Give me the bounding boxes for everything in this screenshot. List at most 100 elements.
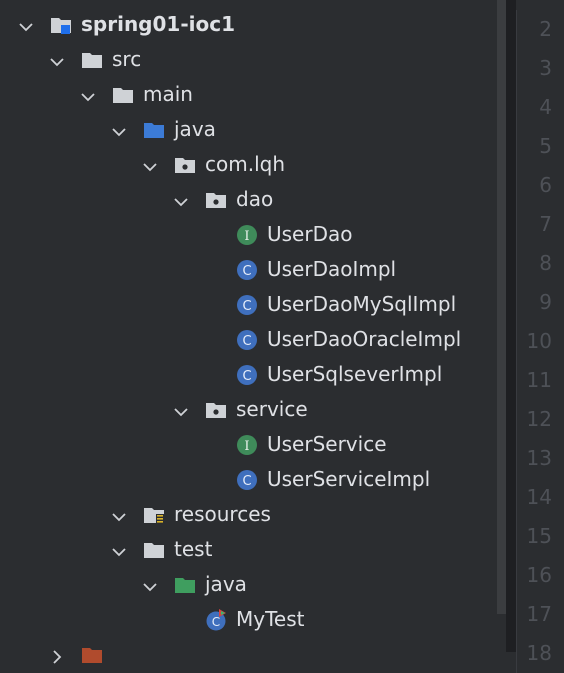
tree-node-6[interactable]: I UserDao (0, 217, 506, 252)
gutter-line: 3 (516, 49, 564, 88)
chevron-down-icon[interactable] (173, 191, 189, 207)
tree-node-label: resources (174, 502, 271, 526)
gutter-line: 9 (516, 283, 564, 322)
tree-node-3[interactable]: java (0, 112, 506, 147)
tree-node-11[interactable]: service (0, 392, 506, 427)
gutter-line: 15 (516, 517, 564, 556)
line-number: 12 (526, 407, 552, 431)
tree-node-5[interactable]: dao (0, 182, 506, 217)
tree-node-label: src (112, 47, 142, 71)
tree-node-label: main (143, 82, 193, 106)
gutter-line: 18 (516, 634, 564, 673)
gutter-line: 6 (516, 166, 564, 205)
gutter-line: 17 (516, 595, 564, 634)
package-icon (173, 153, 197, 177)
line-number: 4 (539, 95, 552, 119)
folder-icon (80, 48, 104, 72)
gutter-line: 7 (516, 205, 564, 244)
tree-node-label: com.lqh (205, 152, 285, 176)
source-folder-icon (142, 118, 166, 142)
line-number: 14 (526, 485, 552, 509)
line-number: 8 (539, 251, 552, 275)
tree-node-label: service (236, 397, 308, 421)
tree-scrollbar[interactable] (497, 0, 506, 614)
interface-icon: I (235, 223, 259, 247)
chevron-down-icon[interactable] (173, 401, 189, 417)
class-icon: C (235, 293, 259, 317)
tree-node-1[interactable]: src (0, 42, 506, 77)
tree-node-16[interactable]: java (0, 567, 506, 602)
svg-text:I: I (244, 229, 249, 244)
tree-node-label: UserServiceImpl (267, 467, 431, 491)
gutter-line: 8 (516, 244, 564, 283)
chevron-down-icon[interactable] (18, 16, 34, 32)
chevron-down-icon[interactable] (111, 541, 127, 557)
svg-text:I: I (244, 439, 249, 454)
gutter-line: 13 (516, 439, 564, 478)
line-number: 2 (539, 17, 552, 41)
svg-text:C: C (212, 615, 220, 629)
chevron-down-icon[interactable] (142, 156, 158, 172)
class-icon: C (235, 258, 259, 282)
gutter-line: 14 (516, 478, 564, 517)
gutter-line: 11 (516, 361, 564, 400)
tree-node-label: UserService (267, 432, 387, 456)
tree-node-0[interactable]: spring01-ioc1 (0, 7, 506, 42)
package-icon (204, 188, 228, 212)
chevron-down-icon[interactable] (49, 51, 65, 67)
gutter-line: 4 (516, 88, 564, 127)
chevron-down-icon[interactable] (142, 576, 158, 592)
tree-node-label: UserDaoImpl (267, 257, 397, 281)
class-icon: C (235, 328, 259, 352)
gutter-line: 12 (516, 400, 564, 439)
line-number: 16 (526, 563, 552, 587)
tree-node-label: test (174, 537, 213, 561)
class-icon: C (235, 363, 259, 387)
tree-node-label: UserDaoOracleImpl (267, 327, 462, 351)
tree-node-18[interactable] (0, 637, 506, 672)
tree-node-label: java (174, 117, 216, 141)
gutter-line: 16 (516, 556, 564, 595)
test-source-folder-icon (173, 573, 197, 597)
interface-icon: I (235, 433, 259, 457)
tree-node-13[interactable]: C UserServiceImpl (0, 462, 506, 497)
tree-node-15[interactable]: test (0, 532, 506, 567)
tree-node-12[interactable]: I UserService (0, 427, 506, 462)
chevron-down-icon[interactable] (111, 121, 127, 137)
chevron-down-icon[interactable] (111, 506, 127, 522)
tree-node-4[interactable]: com.lqh (0, 147, 506, 182)
chevron-right-icon[interactable] (49, 646, 65, 664)
class-icon: C (235, 468, 259, 492)
tree-node-9[interactable]: C UserDaoOracleImpl (0, 322, 506, 357)
tree-node-label: spring01-ioc1 (81, 12, 235, 36)
tree-node-14[interactable]: resources (0, 497, 506, 532)
line-number: 5 (539, 134, 552, 158)
folder-icon (142, 538, 166, 562)
line-number: 13 (526, 446, 552, 470)
svg-text:C: C (242, 264, 251, 279)
gutter-line: 2 (516, 10, 564, 49)
chevron-down-icon[interactable] (80, 86, 96, 102)
line-number: 11 (526, 368, 552, 392)
tree-node-7[interactable]: C UserDaoImpl (0, 252, 506, 287)
folder-icon (111, 83, 135, 107)
excluded-folder-icon (80, 643, 104, 667)
tree-node-label: UserDao (267, 222, 353, 246)
test-class-icon: C (204, 608, 228, 632)
tree-node-label: dao (236, 187, 274, 211)
gutter-line-1-fragment (516, 0, 564, 10)
line-number: 10 (526, 329, 552, 353)
resources-folder-icon (142, 503, 166, 527)
project-module-icon (49, 13, 73, 37)
tree-node-2[interactable]: main (0, 77, 506, 112)
line-number: 17 (526, 602, 552, 626)
line-number: 15 (526, 524, 552, 548)
line-number: 9 (539, 290, 552, 314)
gutter-line: 5 (516, 127, 564, 166)
tree-node-17[interactable]: C MyTest (0, 602, 506, 637)
